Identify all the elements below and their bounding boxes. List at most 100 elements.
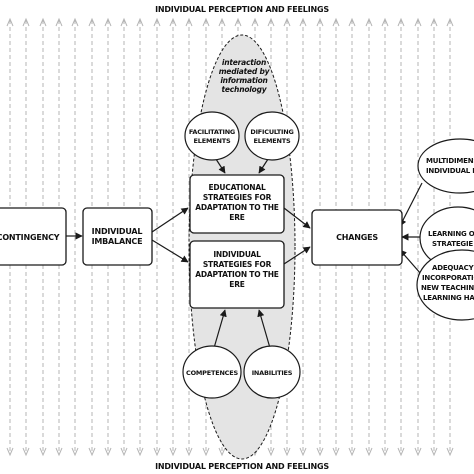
dashed-arrowhead-down <box>39 447 47 457</box>
educational-label-line-1: EDUCATIONAL <box>208 183 266 192</box>
contingency-label: CONTINGENCY <box>0 233 60 242</box>
flow-arrows <box>66 155 429 349</box>
dificulting-ellipse <box>244 111 300 161</box>
adequacy-label-line-4: LEARNING HA <box>423 294 474 302</box>
dashed-arrowhead-up <box>218 17 226 27</box>
dashed-arrowhead-up <box>397 17 405 27</box>
dashed-arrowhead-up <box>299 17 307 27</box>
node-individual-strategies: INDIVIDUAL STRATEGIES FOR ADAPTATION TO … <box>189 240 285 309</box>
dashed-arrowhead-down <box>332 447 340 457</box>
caption-line-1: interaction <box>222 58 266 67</box>
dashed-arrowhead-up <box>185 17 193 27</box>
adequacy-label-line-2: INCORPORATIO <box>422 274 474 282</box>
educational-label-line-2: STRATEGIES FOR <box>203 193 272 202</box>
caption-line-4: technology <box>222 85 268 94</box>
dashed-arrowhead-up <box>446 17 454 27</box>
node-competences: COMPETENCES <box>182 345 242 399</box>
dashed-arrowhead-down <box>22 447 30 457</box>
individual-strategies-label-line-1: INDIVIDUAL <box>213 250 261 259</box>
multidimensional-label-line-1: MULTIDIMENSI <box>426 157 474 165</box>
dashed-arrowhead-down <box>218 447 226 457</box>
dashed-arrowhead-down <box>120 447 128 457</box>
individual-strategies-box <box>189 240 285 309</box>
competences-ellipse <box>182 345 242 399</box>
arrow-multidimensional-to-changes <box>399 182 423 227</box>
dashed-arrowhead-up <box>169 17 177 27</box>
dashed-arrowhead-up <box>365 17 373 27</box>
caption-line-2: mediated by <box>219 67 271 76</box>
individual-strategies-label-line-4: ERE <box>229 280 244 289</box>
node-contingency: CONTINGENCY <box>0 207 67 266</box>
inabilities-label: INABILITIES <box>252 369 293 377</box>
dashed-arrowhead-down <box>446 447 454 457</box>
facilitating-label-line-2: ELEMENTS <box>194 137 231 145</box>
dashed-arrowhead-up <box>71 17 79 27</box>
dashed-arrowhead-down <box>6 447 14 457</box>
dashed-arrowhead-down <box>316 447 324 457</box>
adequacy-label-line-1: ADEQUACY A <box>432 264 474 272</box>
dificulting-label-line-1: DIFICULTING <box>250 128 293 136</box>
dashed-arrowhead-up <box>332 17 340 27</box>
dashed-arrowhead-down <box>430 447 438 457</box>
multidimensional-ellipse <box>417 138 474 194</box>
adequacy-label-line-3: NEW TEACHING <box>421 284 474 292</box>
arrow-educational-to-changes <box>283 207 311 229</box>
node-multidimensional-imbalance: MULTIDIMENSI INDIVIDUAL IMB <box>417 138 474 194</box>
arrow-imbalance-to-individual-strategies <box>151 239 189 263</box>
contingency-box <box>0 207 67 266</box>
changes-label: CHANGES <box>336 233 378 242</box>
dashed-arrowhead-down <box>104 447 112 457</box>
competences-label: COMPETENCES <box>186 369 238 377</box>
node-dificulting-elements: DIFICULTING ELEMENTS <box>244 111 300 161</box>
dashed-arrowhead-up <box>316 17 324 27</box>
dashed-arrowhead-up <box>234 17 242 27</box>
imbalance-label-line-2: IMBALANCE <box>92 237 143 246</box>
imbalance-label-line-1: INDIVIDUAL <box>92 227 143 236</box>
educational-label-line-4: ERE <box>229 213 244 222</box>
node-inabilities: INABILITIES <box>243 345 301 399</box>
dashed-arrowhead-up <box>267 17 275 27</box>
inabilities-ellipse <box>243 345 301 399</box>
arrow-competences-to-individual-strategies <box>213 309 227 349</box>
adequacy-ellipse <box>416 249 474 321</box>
dashed-arrowhead-down <box>365 447 373 457</box>
dashed-arrowhead-down <box>185 447 193 457</box>
node-facilitating-elements: FACILITATING ELEMENTS <box>184 111 240 161</box>
dashed-arrowhead-down <box>348 447 356 457</box>
learning-label-line-2: STRATEGIE <box>432 240 473 248</box>
dashed-arrowhead-up <box>39 17 47 27</box>
dashed-arrowhead-up <box>6 17 14 27</box>
node-changes: CHANGES <box>311 209 403 266</box>
dashed-arrowhead-up <box>381 17 389 27</box>
dificulting-label-line-2: ELEMENTS <box>254 137 291 145</box>
dashed-arrowhead-up <box>414 17 422 27</box>
dashed-arrowhead-down <box>267 447 275 457</box>
dashed-arrowhead-down <box>55 447 63 457</box>
dashed-arrowhead-down <box>71 447 79 457</box>
dashed-arrowhead-down <box>136 447 144 457</box>
individual-strategies-label-line-3: ADAPTATION TO THE <box>195 270 279 279</box>
dashed-arrowhead-down <box>414 447 422 457</box>
dashed-arrowhead-down <box>381 447 389 457</box>
node-individual-imbalance: INDIVIDUAL IMBALANCE <box>82 207 153 266</box>
bottom-banner: INDIVIDUAL PERCEPTION AND FEELINGS <box>155 462 329 471</box>
educational-label-line-3: ADAPTATION TO THE <box>195 203 279 212</box>
node-adequacy-incorporation: ADEQUACY A INCORPORATIO NEW TEACHING LEA… <box>416 249 474 321</box>
facilitating-label-line-1: FACILITATING <box>189 128 235 136</box>
dashed-arrowhead-up <box>348 17 356 27</box>
changes-box <box>311 209 403 266</box>
arrow-inabilities-to-individual-strategies <box>257 309 271 349</box>
individual-strategies-label-line-2: STRATEGIES FOR <box>203 260 272 269</box>
dashed-arrowhead-up <box>104 17 112 27</box>
dashed-arrowhead-up <box>153 17 161 27</box>
dashed-arrowhead-up <box>136 17 144 27</box>
node-educational-strategies: EDUCATIONAL STRATEGIES FOR ADAPTATION TO… <box>189 174 285 234</box>
dashed-arrowhead-down <box>153 447 161 457</box>
dashed-arrowhead-up <box>120 17 128 27</box>
dashed-arrowhead-up <box>88 17 96 27</box>
ellipse-caption: interaction mediated by information tech… <box>219 58 271 94</box>
dashed-arrowhead-up <box>430 17 438 27</box>
dashed-arrowhead-up <box>22 17 30 27</box>
